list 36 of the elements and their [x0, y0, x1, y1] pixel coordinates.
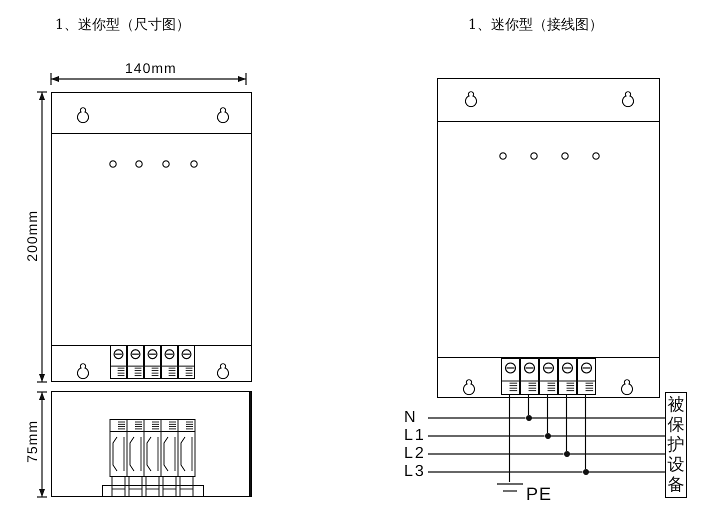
wire [428, 471, 582, 473]
junction-dot [564, 451, 570, 457]
wire [550, 435, 665, 437]
wire [508, 394, 510, 482]
wire [546, 394, 548, 433]
equipment-box: 被保护设备 [665, 392, 687, 498]
wire [570, 453, 665, 455]
enclosure-box [51, 92, 252, 382]
wire [428, 453, 564, 455]
line-label: L2 [404, 445, 428, 463]
screw-terminal [501, 358, 520, 395]
wire [588, 471, 665, 473]
screw-terminal [539, 358, 558, 395]
section-title: 1、迷你型（接线图） [468, 16, 603, 34]
line-label: N [404, 409, 428, 427]
dimension-label: 200mm [24, 210, 40, 262]
junction-dot [526, 415, 532, 421]
section-title: 1、迷你型（尺寸图） [55, 16, 190, 34]
wire [566, 394, 568, 451]
screw-terminal [558, 358, 577, 395]
dimension-label: 75mm [24, 420, 40, 463]
enclosure-box [51, 391, 252, 497]
wire [528, 394, 530, 415]
junction-dot [544, 433, 550, 439]
line-label: L1 [404, 427, 428, 445]
wire [428, 435, 544, 437]
dimension-label: 140mm [125, 60, 177, 76]
screw-terminal [577, 358, 596, 395]
screw-terminal [520, 358, 539, 395]
ground-label: PE [526, 484, 552, 505]
wire [584, 394, 586, 469]
line-label: L3 [404, 463, 428, 481]
wire [428, 417, 526, 419]
junction-dot [582, 469, 588, 475]
enclosure-box [437, 78, 660, 398]
wire [532, 417, 665, 419]
